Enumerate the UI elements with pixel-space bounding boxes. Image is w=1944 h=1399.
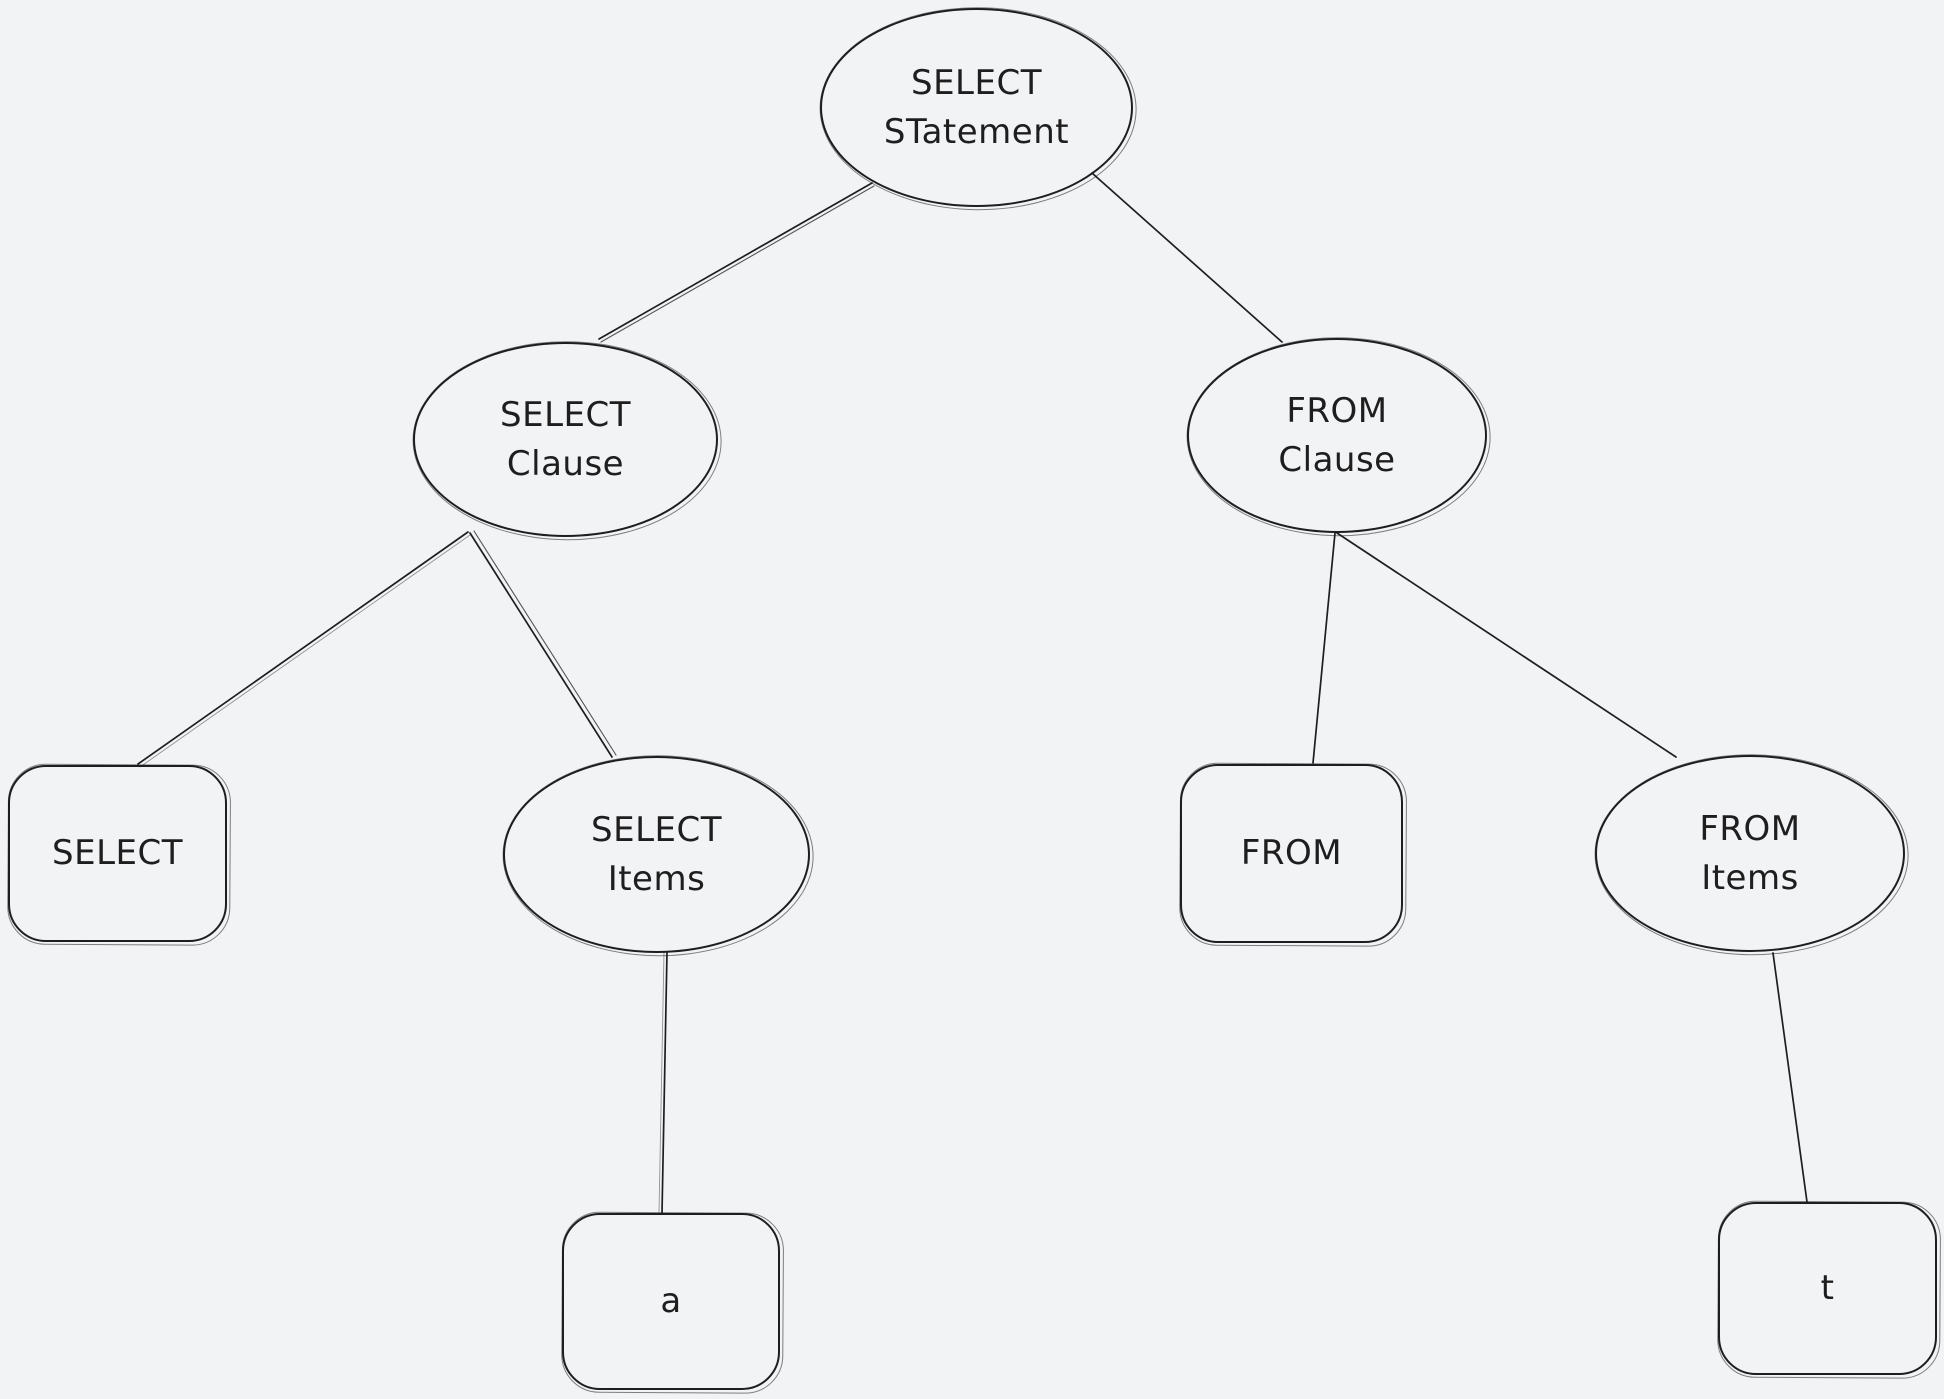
node-item-a: a <box>562 1213 780 1390</box>
edge-from-clause-to-from-items <box>1336 532 1677 758</box>
node-item-a-label: a <box>660 1281 682 1322</box>
node-select-keyword-label: SELECT <box>52 833 183 874</box>
edge-from-clause-to-from-keyword <box>1312 532 1336 764</box>
node-select-items-label: SELECT Items <box>591 810 722 899</box>
node-from-items-label: FROM Items <box>1699 809 1801 898</box>
node-select-items: SELECT Items <box>503 756 810 953</box>
edge-select-items-to-item-a-ghost <box>658 951 665 1214</box>
edge-select-statement-to-select-clause <box>598 182 873 340</box>
node-from-items: FROM Items <box>1595 755 1905 952</box>
node-from-clause-label: FROM Clause <box>1278 391 1396 480</box>
edge-from-items-to-item-t <box>1772 952 1808 1203</box>
edge-select-clause-to-select-items-ghost <box>473 530 617 756</box>
edge-select-statement-to-from-clause <box>1091 172 1283 343</box>
node-select-keyword: SELECT <box>8 765 227 942</box>
node-select-clause-label: SELECT Clause <box>500 395 631 484</box>
node-from-keyword-label: FROM <box>1240 833 1343 874</box>
node-item-t-label: t <box>1820 1268 1835 1309</box>
node-item-t: t <box>1718 1202 1937 1375</box>
edge-select-clause-to-select-keyword <box>137 531 469 765</box>
edge-select-items-to-item-a <box>661 951 668 1214</box>
node-from-clause: FROM Clause <box>1187 338 1487 533</box>
node-select-statement: SELECT STatement <box>820 8 1133 207</box>
edge-select-statement-to-select-clause-ghost <box>600 185 875 343</box>
edge-select-clause-to-select-items <box>469 532 613 758</box>
node-select-statement-label: SELECT STatement <box>883 63 1070 152</box>
edge-select-clause-to-select-keyword-ghost <box>139 534 471 768</box>
node-select-clause: SELECT Clause <box>413 342 718 537</box>
node-from-keyword: FROM <box>1180 764 1403 943</box>
